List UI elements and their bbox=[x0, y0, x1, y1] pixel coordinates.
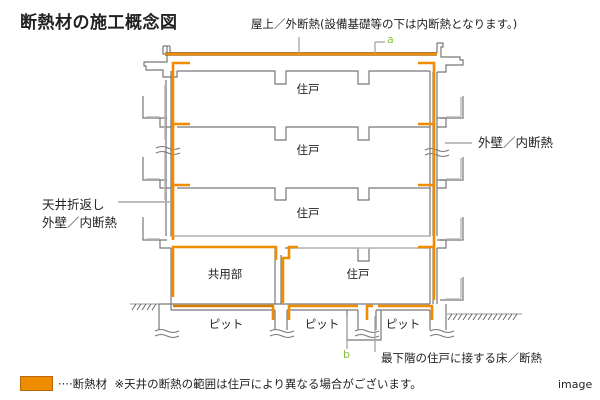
room-pit-1: ピット bbox=[208, 317, 244, 331]
right-wall-callout: 外壁／内断熱 bbox=[478, 135, 554, 150]
room-floor1-common: 共用部 bbox=[207, 267, 243, 281]
room-floor4-unit: 住戸 bbox=[296, 82, 320, 96]
lowest-floor-callout: 最下階の住戸に接する床／断熱 bbox=[381, 351, 542, 365]
roof-callout: 屋上／外断熱(設備基礎等の下は内断熱となります。) bbox=[251, 17, 518, 31]
room-floor1-unit: 住戸 bbox=[346, 267, 370, 281]
image-tag: image bbox=[558, 378, 593, 391]
callout-leaders bbox=[118, 37, 472, 352]
room-floor3-unit: 住戸 bbox=[296, 143, 320, 157]
structure-highlights bbox=[146, 85, 462, 300]
marker-a: a bbox=[387, 33, 394, 46]
left-ceiling-callout-line1: 天井折返し bbox=[42, 197, 105, 212]
diagram-title: 断熱材の施工概念図 bbox=[20, 13, 178, 33]
legend-insulation-swatch bbox=[20, 376, 53, 391]
room-pit-2: ピット bbox=[304, 317, 340, 331]
ground-hatch bbox=[130, 303, 522, 321]
insulation-edges bbox=[165, 52, 437, 307]
marker-b: b bbox=[343, 348, 350, 361]
break-lines bbox=[154, 146, 455, 338]
room-pit-3: ピット bbox=[385, 317, 421, 331]
left-ceiling-callout-line2: 外壁／内断熱 bbox=[42, 215, 118, 230]
legend-label: ····断熱材 bbox=[58, 377, 108, 391]
room-floor2-unit: 住戸 bbox=[296, 206, 320, 220]
legend-note: ※天井の断熱の範囲は住戸により異なる場合がございます。 bbox=[114, 377, 422, 391]
legend-text: ····断熱材 ※天井の断熱の範囲は住戸により異なる場合がございます。 bbox=[58, 376, 422, 392]
